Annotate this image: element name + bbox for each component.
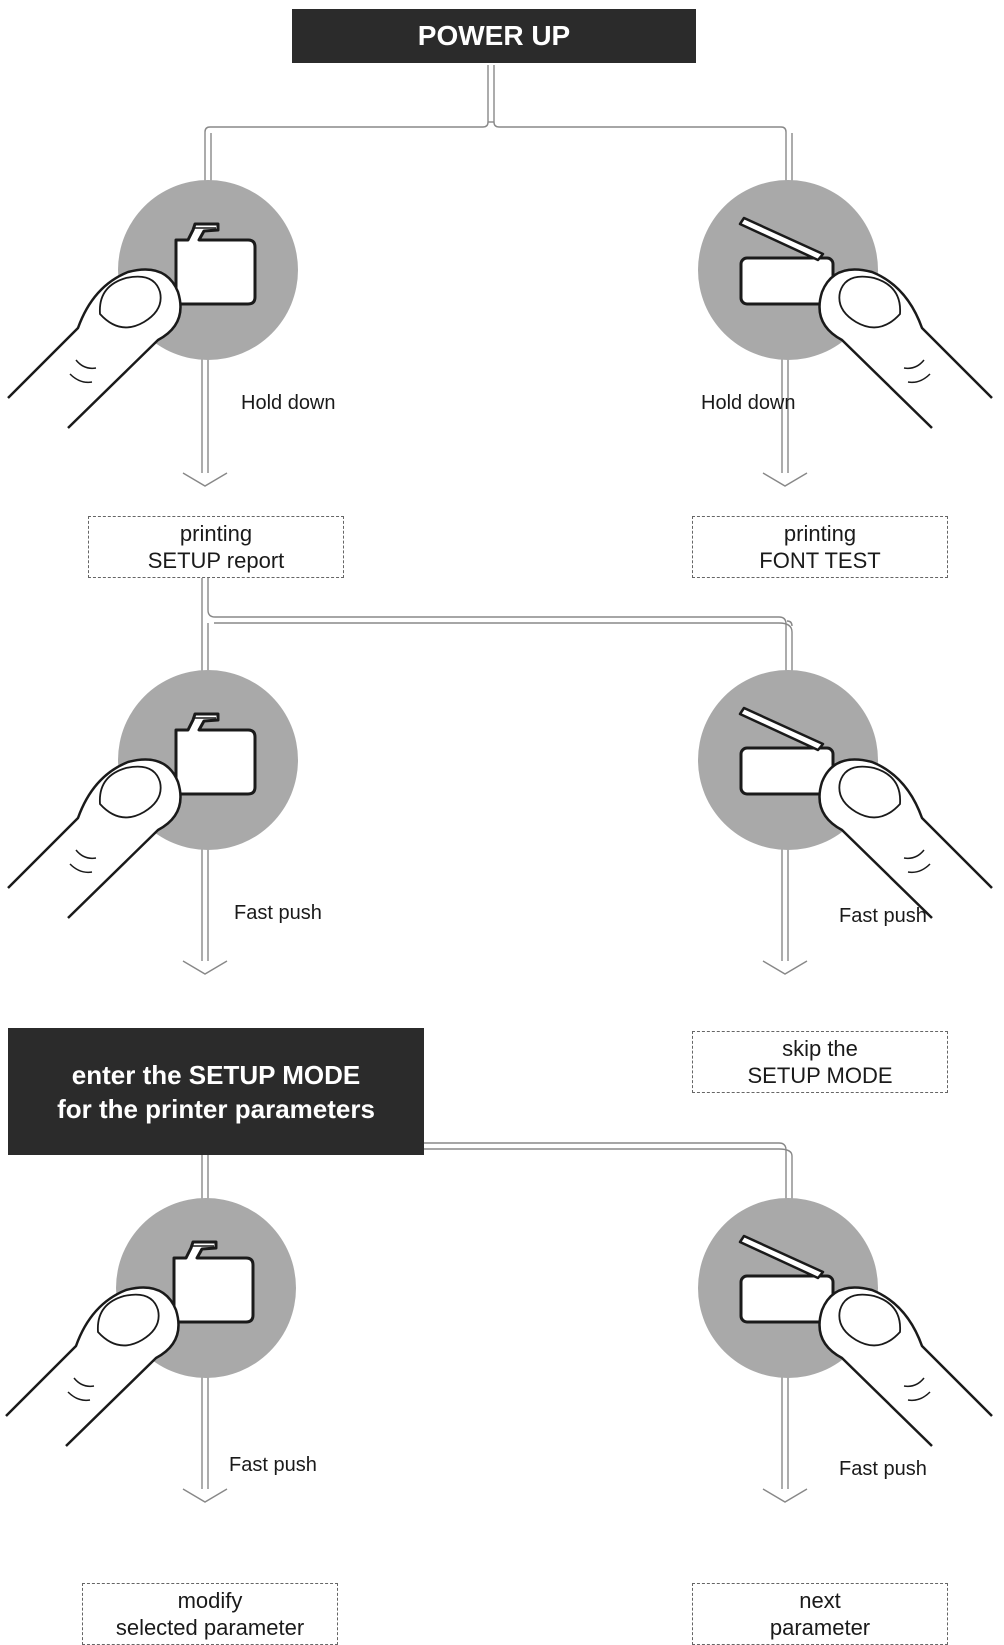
- font-test-line2: FONT TEST: [759, 547, 880, 574]
- next-line2: parameter: [770, 1614, 870, 1641]
- finger-press-icon: [6, 1288, 179, 1447]
- setup-mode-line1: enter the SETUP MODE: [72, 1058, 360, 1092]
- feed-button-press-3: [6, 1198, 296, 1446]
- setup-mode-line2: for the printer parameters: [57, 1092, 375, 1126]
- fast-push-label-left-2: Fast push: [229, 1454, 317, 1477]
- setup-mode-box: enter the SETUP MODE for the printer par…: [8, 1028, 424, 1155]
- next-parameter-box: next parameter: [692, 1583, 948, 1645]
- modify-parameter-box: modify selected parameter: [82, 1583, 338, 1645]
- hold-down-label-left: Hold down: [241, 392, 336, 415]
- title-text: POWER UP: [418, 20, 570, 51]
- finger-press-icon: [8, 270, 181, 429]
- font-test-box: printing FONT TEST: [692, 516, 948, 578]
- modify-line1: modify: [178, 1587, 243, 1614]
- cover-button-press-2: [698, 670, 992, 918]
- setup-report-line2: SETUP report: [148, 547, 285, 574]
- skip-setup-box: skip the SETUP MODE: [692, 1031, 948, 1093]
- finger-press-icon: [820, 270, 993, 429]
- fast-push-label-right-1: Fast push: [839, 905, 927, 928]
- cover-button-press-3: [698, 1198, 992, 1446]
- next-line1: next: [799, 1587, 841, 1614]
- finger-press-icon: [820, 760, 993, 919]
- fast-push-label-right-2: Fast push: [839, 1458, 927, 1481]
- font-test-line1: printing: [784, 520, 856, 547]
- skip-line1: skip the: [782, 1035, 858, 1062]
- finger-press-icon: [820, 1288, 993, 1447]
- fast-push-label-left-1: Fast push: [234, 902, 322, 925]
- feed-button-press-1: [8, 180, 298, 428]
- hold-down-label-right: Hold down: [701, 392, 796, 415]
- cover-button-press-1: [698, 180, 992, 428]
- modify-line2: selected parameter: [116, 1614, 304, 1641]
- finger-press-icon: [8, 760, 181, 919]
- feed-button-press-2: [8, 670, 298, 918]
- setup-report-box: printing SETUP report: [88, 516, 344, 578]
- setup-report-line1: printing: [180, 520, 252, 547]
- skip-line2: SETUP MODE: [747, 1062, 892, 1089]
